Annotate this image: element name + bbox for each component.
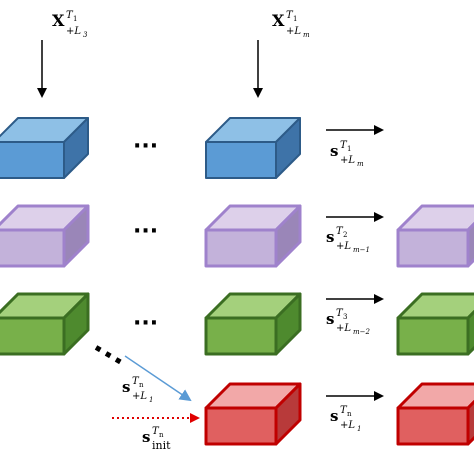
ellipsis-row3: ··· — [133, 311, 158, 336]
diag-input-label: s T n +L 1 — [122, 376, 153, 404]
svg-text:T: T — [336, 226, 344, 237]
output-label-row1: s T 1 +L m — [330, 140, 364, 168]
svg-text:X: X — [52, 11, 65, 30]
init-label: s T n init — [142, 426, 171, 452]
svg-text:T: T — [132, 376, 140, 387]
svg-text:m: m — [303, 31, 310, 39]
svg-text:X: X — [272, 11, 285, 30]
svg-text:T: T — [336, 308, 344, 319]
input-label-Lm: X T 1 +L m — [272, 10, 310, 39]
svg-text:n: n — [159, 431, 164, 439]
svg-text:+L: +L — [336, 241, 351, 252]
svg-text:init: init — [152, 439, 171, 452]
svg-text:m−2: m−2 — [353, 328, 371, 336]
block-purple-left — [0, 204, 90, 268]
svg-text:n: n — [347, 410, 352, 418]
ellipsis-row2: ··· — [133, 219, 158, 244]
block-green-left — [0, 292, 90, 356]
svg-text:T: T — [152, 426, 160, 437]
output-label-row3: s T 3 +L m−2 — [326, 308, 371, 336]
svg-text:+L: +L — [66, 26, 81, 37]
svg-text:T: T — [340, 140, 348, 151]
svg-text:+L: +L — [336, 323, 351, 334]
svg-text:T: T — [286, 10, 294, 21]
svg-text:+L: +L — [286, 26, 301, 37]
block-purple-right — [204, 204, 302, 268]
block-green-far — [396, 292, 474, 356]
block-red-right — [204, 382, 302, 446]
svg-text:s: s — [326, 228, 334, 246]
svg-text:1: 1 — [293, 15, 297, 23]
block-purple-far — [396, 204, 474, 268]
svg-text:m−1: m−1 — [353, 246, 370, 254]
svg-text:T: T — [66, 10, 74, 21]
svg-text:s: s — [330, 142, 338, 160]
svg-text:s: s — [142, 428, 150, 446]
block-red-far — [396, 382, 474, 446]
svg-text:3: 3 — [343, 313, 347, 321]
diagonal-ellipsis — [94, 345, 122, 365]
svg-text:s: s — [326, 310, 334, 328]
block-blue-right — [205, 117, 301, 179]
state-arrow-diagonal — [124, 355, 192, 402]
svg-text:n: n — [139, 381, 144, 389]
block-green-right — [204, 292, 302, 356]
output-label-row2: s T 2 +L m−1 — [326, 226, 370, 254]
svg-text:2: 2 — [343, 231, 347, 239]
svg-text:T: T — [340, 405, 348, 416]
svg-text:3: 3 — [83, 31, 88, 39]
ellipsis-row1: ··· — [133, 134, 158, 159]
svg-text:s: s — [122, 378, 130, 396]
block-blue-left — [0, 117, 89, 179]
output-label-row4: s T n +L 1 — [330, 405, 361, 433]
svg-text:1: 1 — [347, 145, 351, 153]
svg-text:s: s — [330, 407, 338, 425]
svg-text:1: 1 — [73, 15, 77, 23]
svg-text:+L: +L — [340, 420, 355, 431]
svg-text:+L: +L — [340, 155, 355, 166]
input-label-L3: X T 1 +L 3 — [52, 10, 88, 39]
svg-text:1: 1 — [149, 396, 153, 404]
svg-text:+L: +L — [132, 391, 147, 402]
svg-text:1: 1 — [357, 425, 361, 433]
svg-text:m: m — [357, 160, 364, 168]
